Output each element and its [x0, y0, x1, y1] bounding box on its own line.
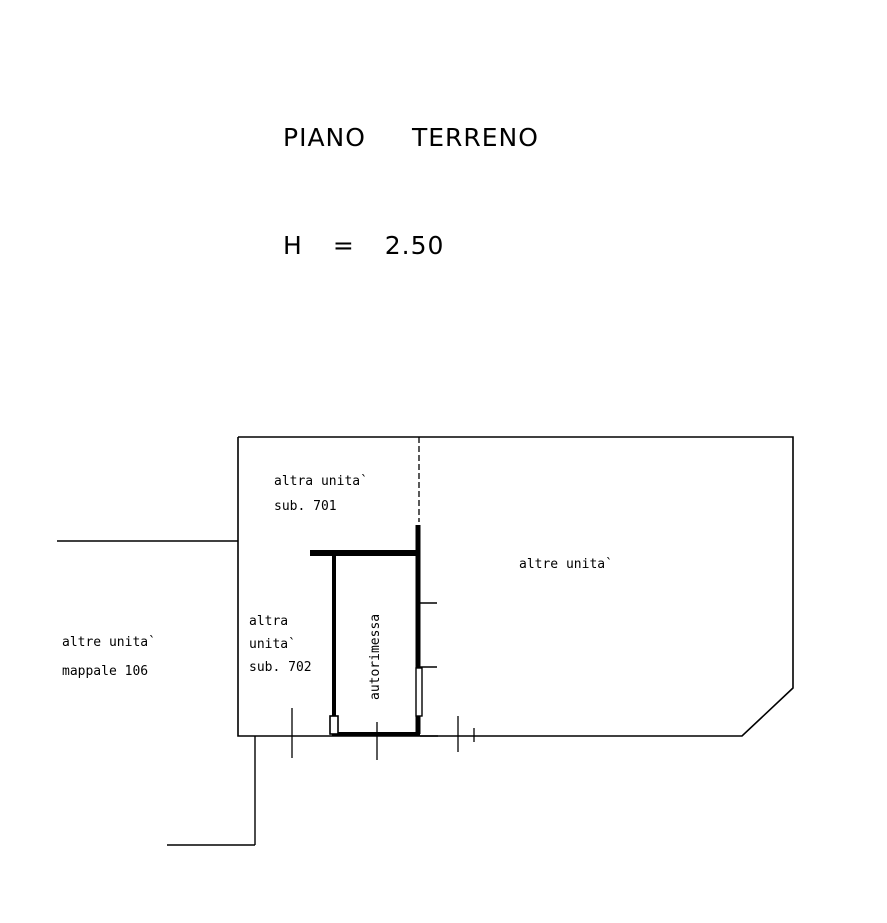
- sub702-label-line3: sub. 702: [249, 660, 312, 675]
- floor-title-word1: PIANO: [283, 123, 366, 152]
- height-label: H = 2.50: [283, 228, 539, 264]
- building-outline: [237, 436, 794, 737]
- mappale106-label-line2: mappale 106: [62, 664, 148, 679]
- others-right-label: altre unita`: [519, 557, 613, 572]
- floor-title: PIANO TERRENO: [283, 120, 539, 156]
- height-value: 2.50: [384, 231, 445, 260]
- plan-title-block: PIANO TERRENO H = 2.50: [283, 48, 539, 300]
- mappale106-label-line1: altre unita`: [62, 635, 156, 650]
- height-symbol: H: [283, 231, 303, 260]
- sub702-label-line1: altra: [249, 614, 288, 629]
- garage-pillar: [329, 715, 339, 735]
- sub701-label-line2: sub. 701: [274, 499, 337, 514]
- sub701-label-line1: altra unita`: [274, 474, 368, 489]
- wall-segment-detail: [415, 667, 423, 717]
- garage-label: autorimessa: [368, 614, 383, 700]
- height-equals: =: [332, 231, 355, 260]
- sub702-label-line2: unita`: [249, 637, 296, 652]
- floor-title-word2: TERRENO: [411, 123, 539, 152]
